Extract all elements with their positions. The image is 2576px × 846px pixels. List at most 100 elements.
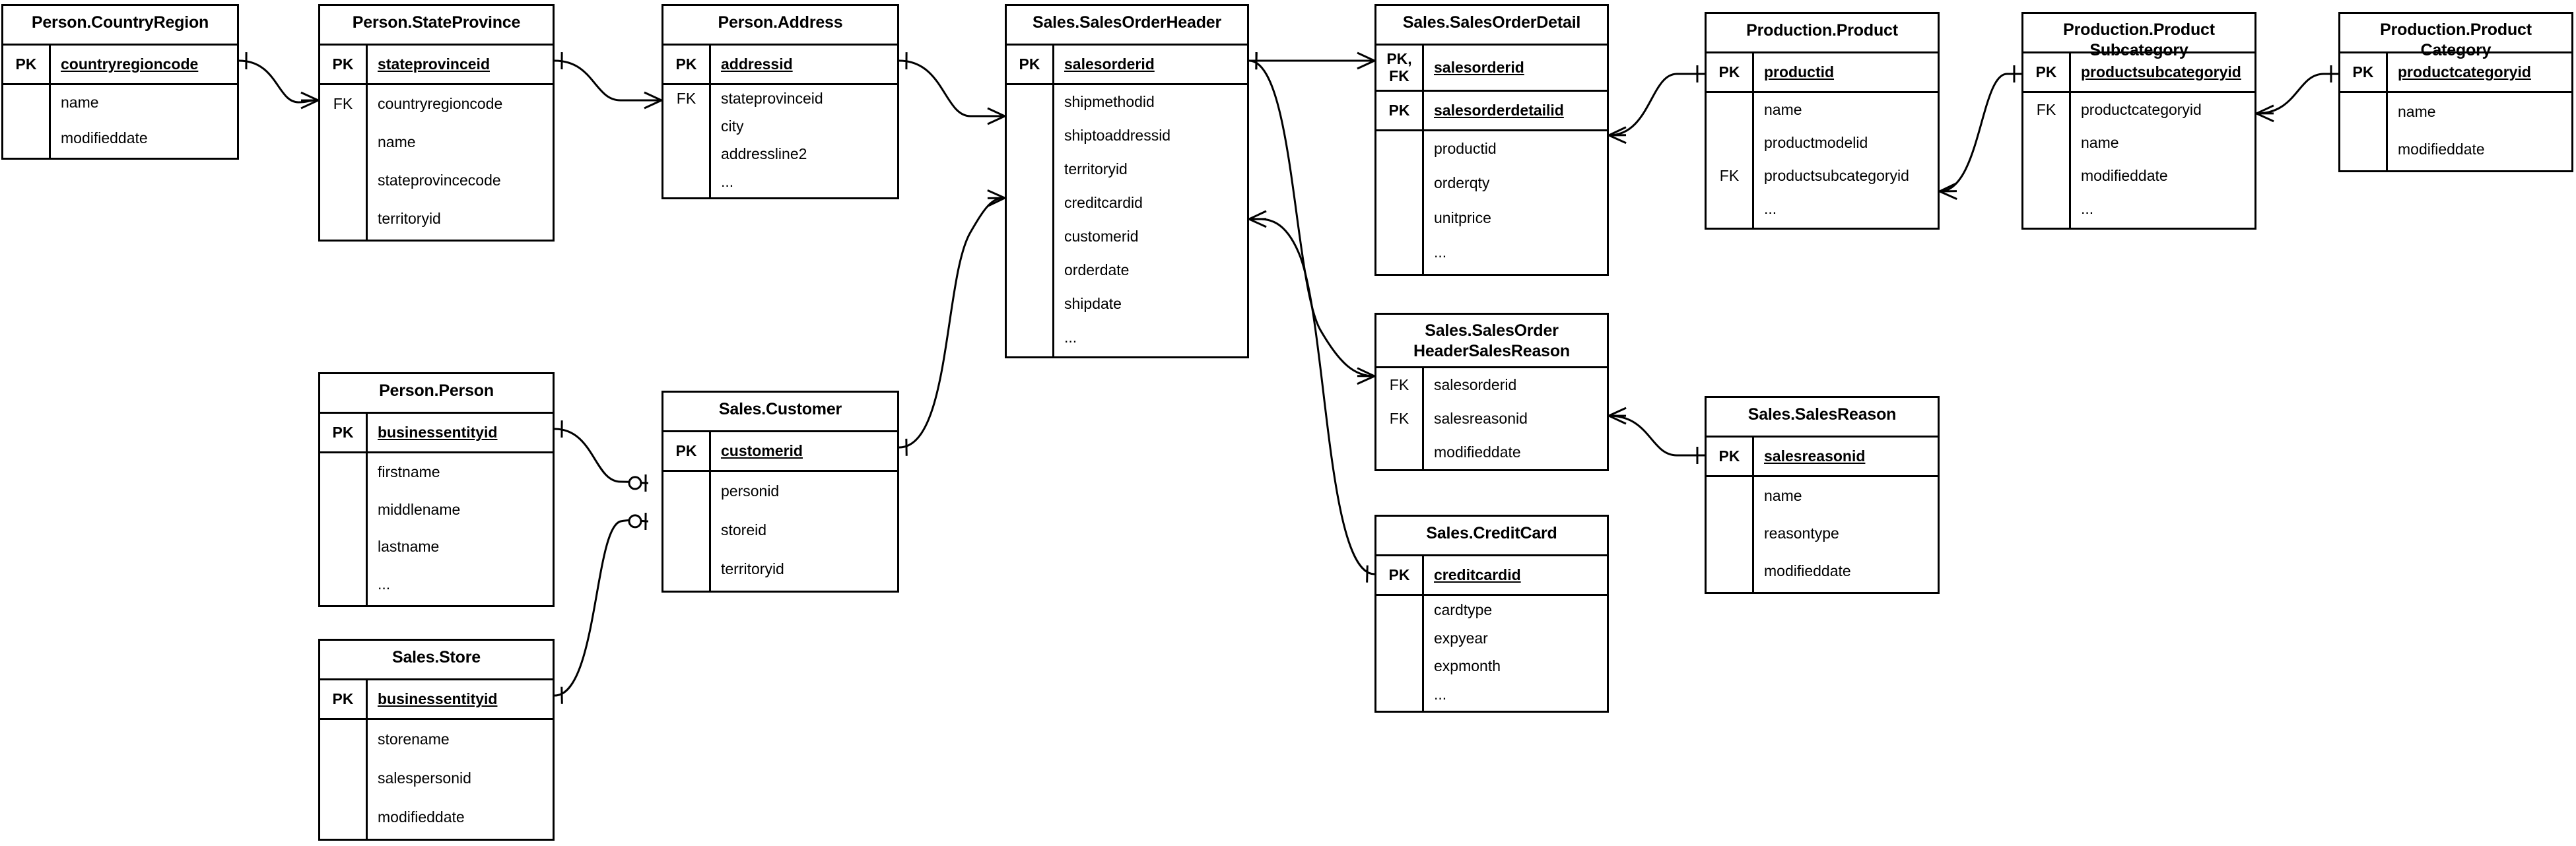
attribute-key-tag bbox=[1376, 166, 1422, 201]
attribute-key-tag bbox=[1707, 515, 1752, 552]
rel-productsubcategory-productcategory bbox=[2256, 65, 2338, 123]
attribute-name: name bbox=[2081, 133, 2119, 151]
attribute-key-tag: FK bbox=[1389, 376, 1409, 393]
cardinality-zero-or-one bbox=[628, 512, 647, 530]
relationship-line bbox=[1248, 59, 1375, 377]
key-tag: PK bbox=[1707, 438, 1754, 475]
entity-title: Person.Person bbox=[320, 374, 553, 414]
relationship-line bbox=[238, 59, 319, 104]
key-tag: PK bbox=[3, 46, 51, 83]
attribute-key-tag bbox=[1007, 119, 1052, 152]
relationship-line bbox=[2256, 73, 2338, 115]
attribute-key-tag bbox=[1007, 287, 1052, 321]
attribute-key-tag bbox=[320, 491, 366, 529]
cardinality-many bbox=[2256, 104, 2274, 123]
attribute-key-tag bbox=[320, 162, 366, 200]
attribute-name: middlename bbox=[378, 500, 461, 518]
attribute-key-tag bbox=[2023, 160, 2069, 193]
entity-title: Sales.SalesReason bbox=[1707, 398, 1938, 438]
attribute-key-tag: FK bbox=[333, 95, 353, 113]
attribute-key-tag bbox=[663, 472, 709, 511]
attribute-name: salesorderdetailid bbox=[1434, 102, 1564, 119]
attribute-name: customerid bbox=[721, 442, 803, 459]
rel-salesorderheader-headersalesreason bbox=[1248, 52, 1375, 385]
rel-customer-salesorderheader bbox=[898, 189, 1005, 456]
rel-product-productsubcategory bbox=[1939, 65, 2021, 200]
attribute-name: modifieddate bbox=[61, 129, 148, 146]
key-tag: PK bbox=[663, 432, 711, 470]
attribute-name: ... bbox=[1764, 200, 1777, 218]
relationship-line bbox=[1608, 73, 1705, 137]
attribute-name: name bbox=[61, 94, 99, 112]
attribute-name: salesreasonid bbox=[1434, 410, 1528, 427]
attribute-name: name bbox=[378, 133, 416, 151]
attribute-name: productid bbox=[1764, 63, 1835, 81]
key-tag: PK bbox=[1007, 46, 1054, 83]
attribute-key-tag: FK bbox=[1389, 410, 1409, 427]
attribute-name: addressid bbox=[721, 55, 793, 73]
entity-title: Sales.Store bbox=[320, 641, 553, 680]
cardinality-one bbox=[1255, 52, 1258, 70]
attribute-key-tag bbox=[320, 123, 366, 162]
attribute-name: expmonth bbox=[1434, 657, 1501, 675]
attribute-name: name bbox=[1764, 487, 1802, 504]
attribute-name: city bbox=[721, 117, 744, 135]
attribute-key-tag bbox=[663, 141, 709, 168]
attribute-key-tag bbox=[1376, 201, 1422, 236]
attribute-name: ... bbox=[721, 172, 734, 190]
attribute-name: cardtype bbox=[1434, 601, 1493, 618]
attribute-name: shipmethodid bbox=[1064, 93, 1155, 110]
rel-address-salesorderheader bbox=[898, 52, 1005, 125]
attribute-key-tag bbox=[2340, 131, 2386, 168]
rel-countryregion-stateprovince bbox=[238, 52, 319, 110]
entity-title: Production.Product bbox=[1707, 14, 1938, 53]
entity-title: Person.StateProvince bbox=[320, 6, 553, 46]
attribute-name: ... bbox=[1434, 686, 1447, 703]
attribute-key-column: FK bbox=[663, 85, 711, 197]
key-tag: PK bbox=[2340, 53, 2388, 91]
attribute-name: firstname bbox=[378, 463, 440, 480]
attribute-name: stateprovinceid bbox=[721, 90, 823, 108]
relationship-line bbox=[898, 197, 1005, 449]
attribute-name: orderqty bbox=[1434, 174, 1490, 192]
attribute-name: salesorderid bbox=[1064, 55, 1155, 73]
key-tag: PK bbox=[320, 46, 368, 83]
attribute-name: expyear bbox=[1434, 629, 1488, 647]
attribute-name: businessentityid bbox=[378, 424, 498, 441]
attribute-key-tag bbox=[1376, 131, 1422, 166]
attribute-list: cardtype expyear expmonth... bbox=[1376, 596, 1607, 711]
attribute-key-tag bbox=[320, 759, 366, 798]
